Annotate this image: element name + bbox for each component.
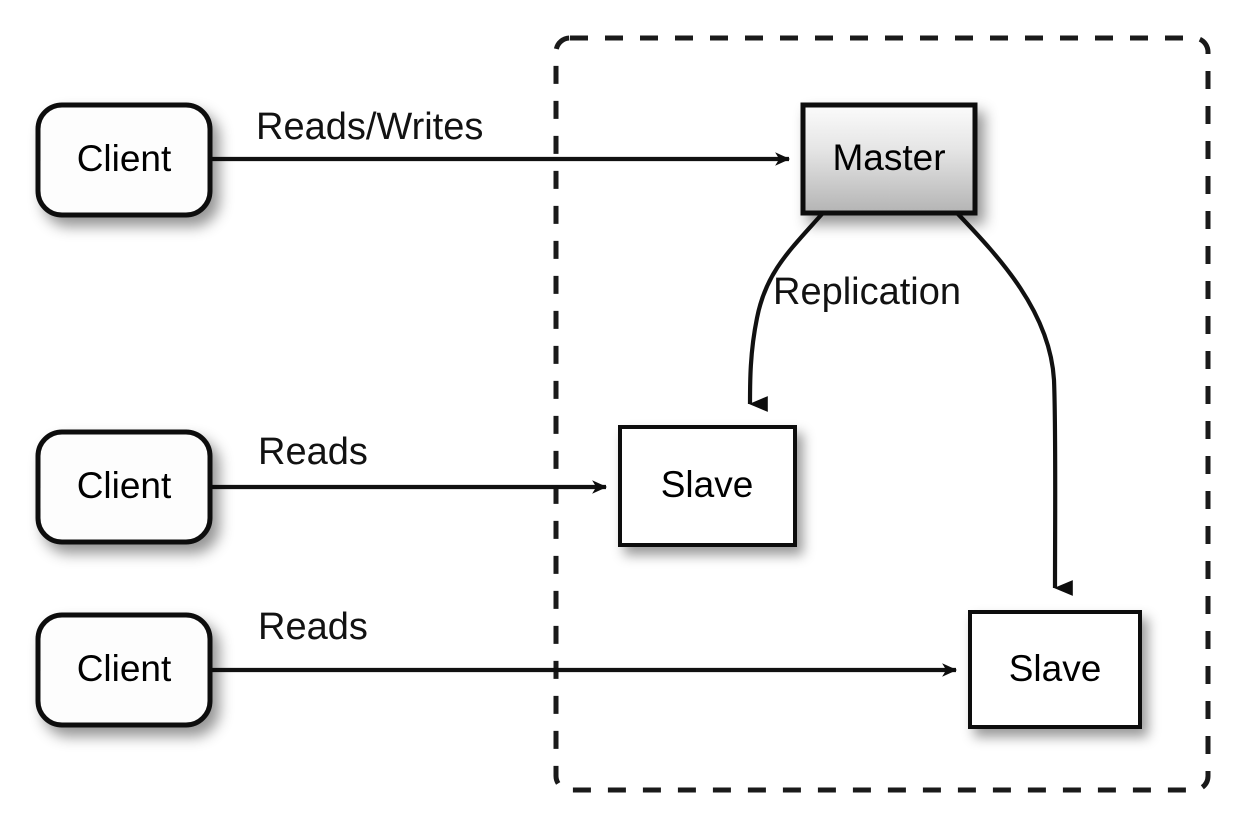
slave-2-label: Slave bbox=[1009, 648, 1102, 689]
node-slave-1[interactable]: Slave bbox=[618, 425, 797, 547]
slave-1-label: Slave bbox=[661, 464, 754, 505]
node-client-3[interactable]: Client bbox=[35, 612, 213, 728]
client-2-label: Client bbox=[77, 465, 172, 506]
node-master[interactable]: Master bbox=[800, 102, 978, 216]
edge-master-to-slave1 bbox=[747, 212, 824, 412]
slave-1-box[interactable] bbox=[618, 425, 797, 547]
edge-label-replication: Replication bbox=[773, 271, 961, 313]
client-3-label: Client bbox=[77, 648, 172, 689]
edge-label-reads-2: Reads bbox=[258, 606, 368, 648]
master-label: Master bbox=[832, 137, 945, 178]
client-1-box[interactable] bbox=[35, 102, 213, 218]
client-1-label: Client bbox=[77, 138, 172, 179]
node-slave-2[interactable]: Slave bbox=[968, 610, 1142, 729]
node-client-1[interactable]: Client bbox=[35, 102, 213, 218]
master-box[interactable] bbox=[800, 102, 978, 216]
edge-label-reads-writes: Reads/Writes bbox=[256, 106, 483, 148]
node-client-2[interactable]: Client bbox=[35, 429, 213, 545]
slave-2-box[interactable] bbox=[968, 610, 1142, 729]
client-3-box[interactable] bbox=[35, 612, 213, 728]
edge-master-to-slave2 bbox=[956, 212, 1073, 596]
edge-label-reads-1: Reads bbox=[258, 431, 368, 473]
client-2-box[interactable] bbox=[35, 429, 213, 545]
